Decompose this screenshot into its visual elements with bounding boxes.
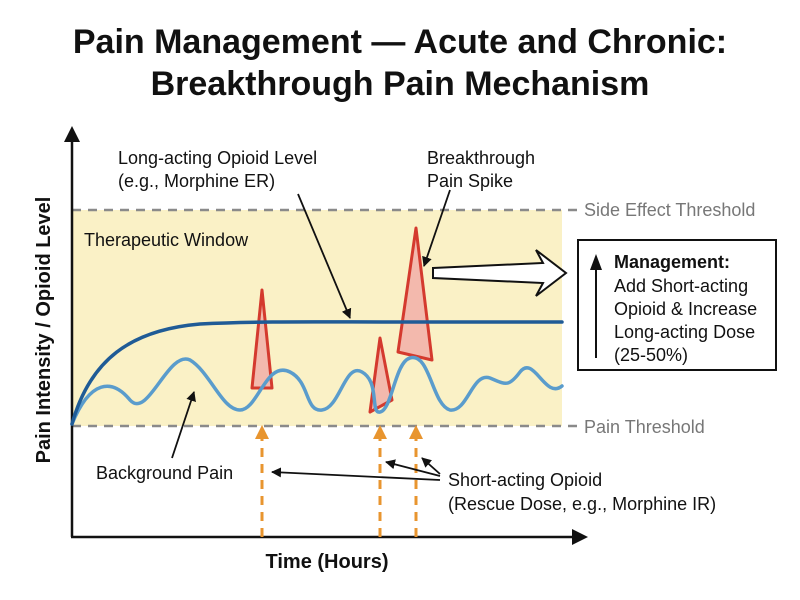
breakthrough-label-line-1: Breakthrough [427,148,535,168]
breakthrough-label-line-2: Pain Spike [427,171,513,191]
management-line-1: Add Short-acting [614,276,748,296]
long-acting-label-line-2: (e.g., Morphine ER) [118,171,275,191]
short-acting-label-line-1: Short-acting Opioid [448,470,602,490]
spike-2 [368,336,394,414]
background-pain-label: Background Pain [96,463,233,483]
management-line-4: (25-50%) [614,345,688,365]
management-heading: Management: [614,252,730,272]
short-acting-pointer-2 [385,459,441,477]
background-pain-pointer [171,391,196,459]
side-effect-threshold-label: Side Effect Threshold [584,200,755,220]
y-axis-label: Pain Intensity / Opioid Level [33,197,55,464]
management-hollow-arrow [432,249,568,297]
breakthrough-pointer [422,189,451,267]
management-line-3: Long-acting Dose [614,322,755,342]
pain-threshold-label: Pain Threshold [584,417,705,437]
diagram-title-line-2: Breakthrough Pain Mechanism [150,65,650,103]
therapeutic-window-label: Therapeutic Window [84,230,249,250]
long-acting-label-line-1: Long-acting Opioid Level [118,148,317,168]
long-acting-pointer [297,193,352,319]
short-acting-pointer-1 [271,467,441,481]
short-acting-pointer-3 [421,457,441,475]
diagram-title-line-1: Pain Management — Acute and Chronic: [72,23,728,61]
y-axis-arrowhead [64,126,80,142]
management-line-2: Opioid & Increase [614,299,757,319]
x-axis-arrowhead [572,529,588,545]
x-axis-label: Time (Hours) [266,551,389,573]
management-up-arrowhead [590,254,602,270]
background-pain-curve [70,356,564,426]
short-acting-label-line-2: (Rescue Dose, e.g., Morphine IR) [448,494,716,514]
long-acting-opioid-curve [70,320,564,426]
management-box [577,239,777,371]
